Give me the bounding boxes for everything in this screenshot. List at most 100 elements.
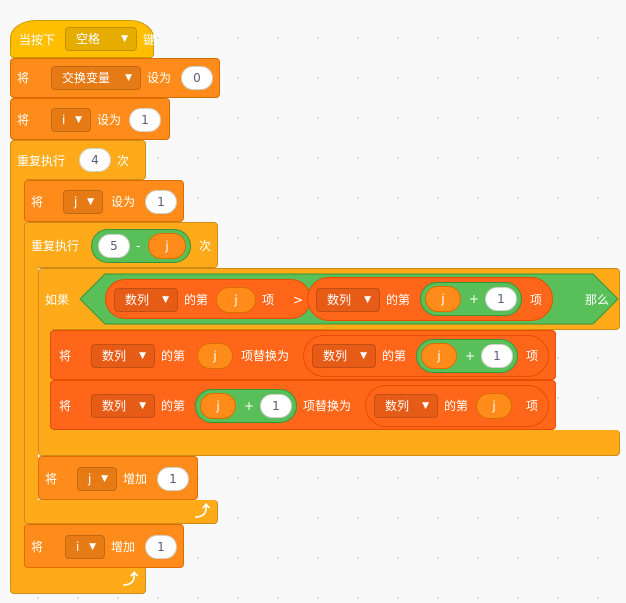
- change-action: 增加: [111, 540, 136, 554]
- add-operator[interactable]: j + 1: [416, 339, 518, 373]
- list-dropdown[interactable]: 数列 ▼: [312, 344, 376, 368]
- list-dropdown-value: 数列: [385, 399, 410, 413]
- if-label: 如果: [45, 293, 70, 307]
- list-dropdown[interactable]: 数列 ▼: [91, 394, 155, 418]
- operator-symbol: >: [293, 293, 304, 307]
- item-suffix: 项: [526, 349, 539, 363]
- replace-with-label: 项替换为: [241, 349, 290, 363]
- add-operator[interactable]: j + 1: [195, 389, 297, 423]
- set-action: 设为: [147, 71, 172, 85]
- chevron-down-icon: ▼: [139, 401, 146, 411]
- key-dropdown[interactable]: 空格 ▼: [65, 27, 137, 51]
- chevron-down-icon: ▼: [121, 34, 128, 44]
- j-reporter[interactable]: j: [148, 233, 186, 259]
- replace-item-of-list-block[interactable]: 将 数列 ▼ 的第 j 项替换为 数列 ▼ 的第 j + 1 项: [50, 330, 556, 380]
- chevron-down-icon: ▼: [360, 351, 367, 361]
- list-dropdown-value: 数列: [102, 349, 127, 363]
- chevron-down-icon: ▼: [89, 542, 96, 552]
- chevron-down-icon: ▼: [139, 351, 146, 361]
- repeat-inner-block[interactable]: 重复执行 5 - j 次: [24, 222, 218, 268]
- then-label: 那么: [585, 293, 610, 307]
- repeat-outer-arm: [10, 178, 26, 568]
- change-variable-block[interactable]: 将 j ▼ 增加 1: [38, 456, 198, 500]
- item-of-label: 的第: [184, 293, 209, 307]
- item-of-label: 的第: [386, 293, 411, 307]
- item-of-label: 的第: [382, 349, 407, 363]
- item-of-list-reporter[interactable]: 数列 ▼ 的第 j 项: [365, 385, 549, 427]
- item-of-list-reporter[interactable]: 数列 ▼ 的第 j + 1 项: [307, 277, 553, 321]
- list-dropdown[interactable]: 数列 ▼: [114, 288, 178, 312]
- set-action: 设为: [97, 113, 122, 127]
- repeat-inner-arm: [24, 266, 38, 502]
- repeat-outer-block[interactable]: 重复执行 4 次: [10, 140, 146, 180]
- variable-dropdown[interactable]: i ▼: [51, 108, 91, 132]
- subtract-operator[interactable]: 5 - j: [91, 229, 191, 263]
- variable-dropdown[interactable]: 交换变量 ▼: [51, 66, 141, 90]
- repeat-count-input[interactable]: 4: [79, 148, 111, 172]
- when-key-pressed-hat-block[interactable]: 当按下 空格 ▼ 键: [10, 20, 155, 58]
- replace-verb: 将: [59, 399, 72, 413]
- list-dropdown[interactable]: 数列 ▼: [91, 344, 155, 368]
- plus-symbol: +: [244, 399, 255, 413]
- if-arm: [38, 328, 52, 432]
- value-input[interactable]: 1: [145, 535, 177, 559]
- set-action: 设为: [111, 195, 136, 209]
- repeat-inner-foot[interactable]: ⤴: [24, 500, 218, 524]
- set-variable-block[interactable]: 将 交换变量 ▼ 设为 0: [10, 58, 220, 98]
- variable-dropdown-value: j: [88, 472, 92, 486]
- operand-input[interactable]: 1: [260, 394, 292, 418]
- j-reporter[interactable]: j: [421, 343, 457, 369]
- add-operator[interactable]: j + 1: [420, 282, 522, 316]
- list-dropdown[interactable]: 数列 ▼: [374, 394, 438, 418]
- value-input[interactable]: 1: [145, 190, 177, 214]
- j-reporter[interactable]: j: [216, 287, 256, 313]
- variable-dropdown[interactable]: j ▼: [63, 190, 103, 214]
- chevron-down-icon: ▼: [422, 401, 429, 411]
- set-variable-block[interactable]: 将 i ▼ 设为 1: [10, 98, 170, 140]
- plus-symbol: +: [469, 292, 480, 306]
- repeat-label: 重复执行: [17, 154, 66, 168]
- j-reporter[interactable]: j: [476, 393, 512, 419]
- value-input[interactable]: 0: [181, 66, 213, 90]
- value-input[interactable]: 1: [157, 467, 189, 491]
- set-variable-block[interactable]: 将 j ▼ 设为 1: [24, 180, 184, 222]
- replace-with-label: 项替换为: [303, 399, 352, 413]
- item-of-list-reporter[interactable]: 数列 ▼ 的第 j 项: [105, 279, 311, 319]
- chevron-down-icon: ▼: [364, 295, 371, 305]
- variable-dropdown-value: i: [76, 540, 80, 554]
- item-of-label: 的第: [444, 399, 469, 413]
- value-input[interactable]: 1: [129, 108, 161, 132]
- variable-dropdown[interactable]: i ▼: [65, 535, 105, 559]
- operand-left-input[interactable]: 5: [98, 234, 130, 258]
- j-reporter[interactable]: j: [425, 286, 461, 312]
- chevron-down-icon: ▼: [75, 115, 82, 125]
- if-foot: [38, 430, 620, 456]
- repeat-label: 重复执行: [31, 239, 80, 253]
- chevron-down-icon: ▼: [125, 73, 132, 83]
- operator-symbol: -: [136, 239, 141, 253]
- loop-arrow-icon: ⤴: [195, 502, 211, 520]
- change-verb: 将: [31, 540, 44, 554]
- variable-dropdown-value: i: [62, 113, 66, 127]
- plus-symbol: +: [465, 349, 476, 363]
- operand-input[interactable]: 1: [481, 344, 513, 368]
- change-variable-block[interactable]: 将 i ▼ 增加 1: [24, 524, 184, 568]
- set-verb: 将: [17, 113, 30, 127]
- change-verb: 将: [45, 472, 58, 486]
- operand-input[interactable]: 1: [485, 287, 517, 311]
- j-reporter[interactable]: j: [197, 343, 233, 369]
- replace-item-of-list-block[interactable]: 将 数列 ▼ 的第 j + 1 项替换为 数列 ▼ 的第 j 项: [50, 380, 556, 430]
- item-of-list-reporter[interactable]: 数列 ▼ 的第 j + 1 项: [303, 335, 549, 377]
- set-verb: 将: [31, 195, 44, 209]
- variable-dropdown[interactable]: j ▼: [77, 467, 117, 491]
- if-then-block[interactable]: 如果 数列 ▼ 的第 j 项 > 数列 ▼ 的第 j + 1 项 那么: [38, 268, 620, 330]
- repeat-outer-foot[interactable]: ⤴: [10, 566, 146, 594]
- chevron-down-icon: ▼: [87, 197, 94, 207]
- chevron-down-icon: ▼: [101, 474, 108, 484]
- list-dropdown-value: 数列: [102, 399, 127, 413]
- item-suffix: 项: [262, 293, 275, 307]
- set-verb: 将: [17, 71, 30, 85]
- j-reporter[interactable]: j: [200, 393, 236, 419]
- list-dropdown-value: 数列: [327, 293, 352, 307]
- list-dropdown[interactable]: 数列 ▼: [316, 288, 380, 312]
